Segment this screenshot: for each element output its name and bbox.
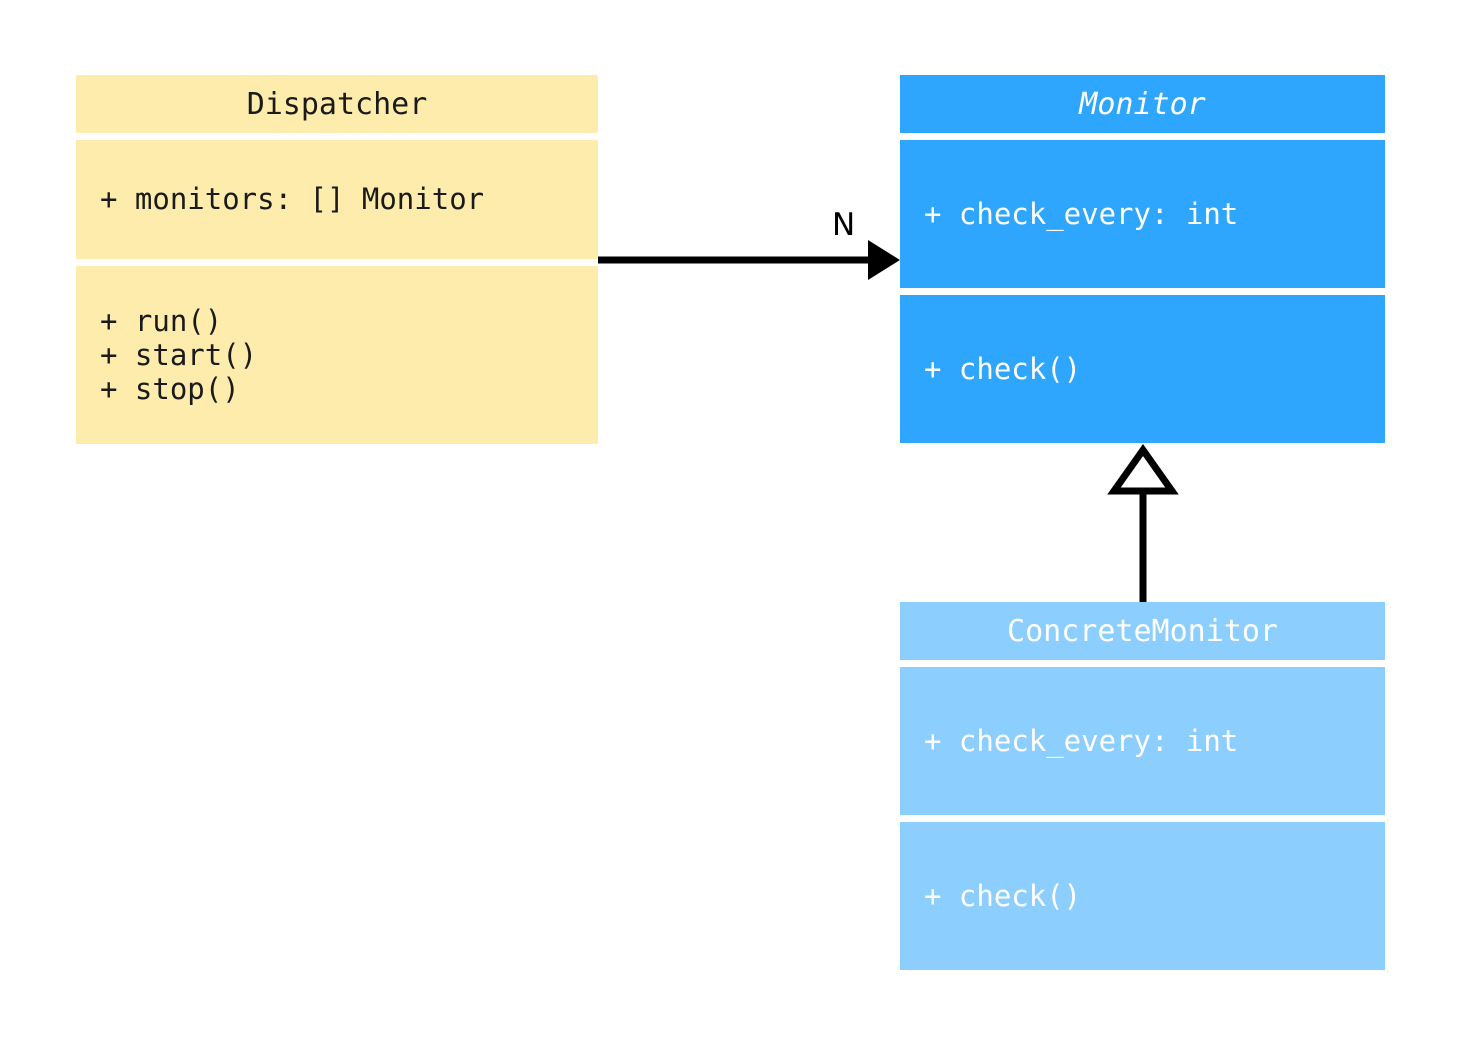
generalization-concrete-monitor-monitor <box>1107 443 1179 602</box>
class-header-concrete-monitor: ConcreteMonitor <box>900 602 1385 660</box>
generalization-hollow-triangle <box>1107 443 1179 495</box>
association-multiplicity-label: N <box>832 207 856 243</box>
method-row: + check() <box>924 878 1082 913</box>
class-box-monitor[interactable]: Monitor + check_every: int + check() <box>900 75 1385 443</box>
class-attributes-monitor: + check_every: int <box>900 140 1385 288</box>
attribute-row: + check_every: int <box>924 723 1239 758</box>
class-name-monitor: Monitor <box>1079 86 1206 122</box>
class-name-dispatcher: Dispatcher <box>246 86 428 122</box>
class-methods-concrete-monitor: + check() <box>900 822 1385 970</box>
attribute-row: + monitors: [] Monitor <box>100 182 485 217</box>
method-row: + check() <box>924 351 1082 386</box>
attribute-row: + check_every: int <box>924 196 1239 231</box>
class-header-monitor: Monitor <box>900 75 1385 133</box>
association-arrowhead <box>868 240 900 280</box>
class-box-concrete-monitor[interactable]: ConcreteMonitor + check_every: int + che… <box>900 602 1385 970</box>
class-name-concrete-monitor: ConcreteMonitor <box>1007 613 1278 649</box>
class-methods-dispatcher: + run() + start() + stop() <box>76 266 598 444</box>
association-dispatcher-monitor <box>598 240 900 280</box>
method-row: + run() <box>100 303 223 338</box>
class-methods-monitor: + check() <box>900 295 1385 443</box>
class-attributes-concrete-monitor: + check_every: int <box>900 667 1385 815</box>
method-row: + start() <box>100 337 258 372</box>
class-header-dispatcher: Dispatcher <box>76 75 598 133</box>
method-row: + stop() <box>100 372 240 407</box>
class-box-dispatcher[interactable]: Dispatcher + monitors: [] Monitor + run(… <box>76 75 598 444</box>
class-attributes-dispatcher: + monitors: [] Monitor <box>76 140 598 259</box>
